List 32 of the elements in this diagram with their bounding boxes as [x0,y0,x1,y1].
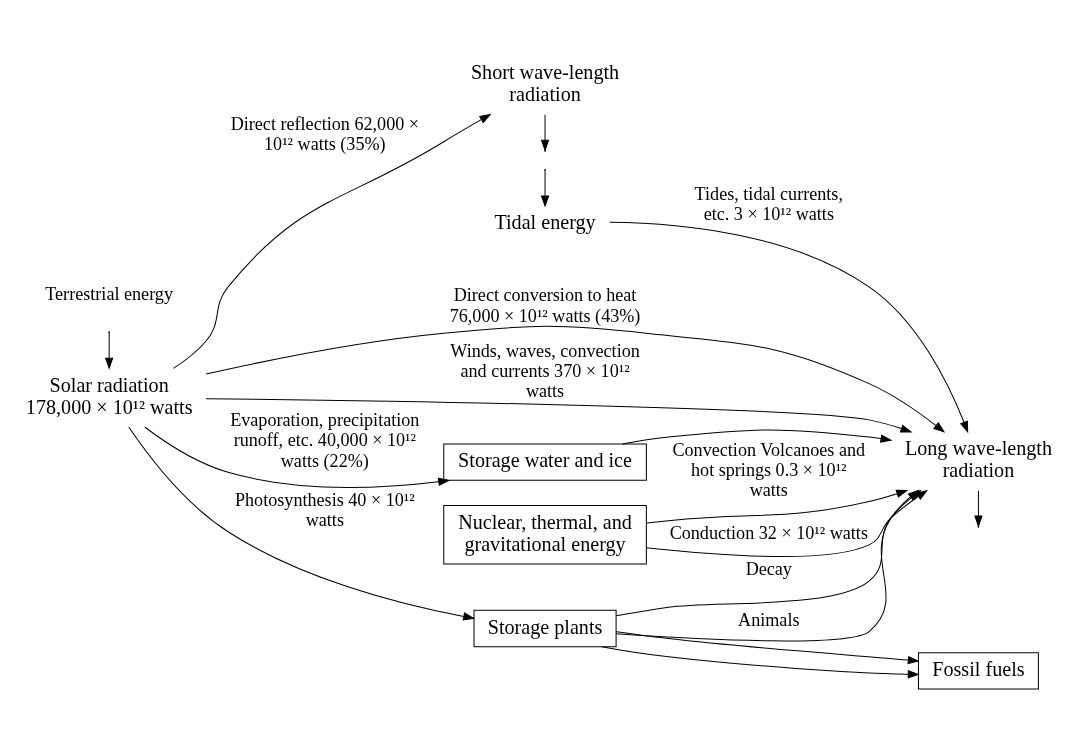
node-text: Long wave-length radiation [904,436,1052,481]
node-box: Nuclear, thermal, and gravitational energy [443,504,647,564]
node-box: Fossil fuels [917,651,1039,689]
arrow [128,426,476,621]
edge-label: Evaporation, precipitation runoff, etc. 40,000 × 10¹² watts (22%) [230,409,420,471]
edge-label: Animals [738,609,800,630]
arrow [540,113,550,152]
node-text: Tidal energy [494,210,596,233]
edge-label: Tides, tidal currents, etc. 3 × 10¹² watts [694,183,843,224]
edge-label: Winds, waves, convection and currents 370 × 10¹² watts [450,340,640,401]
arrow [615,630,920,664]
label: Terrestrial energy [45,283,174,304]
arrow [144,425,451,488]
node-box: Storage plants [473,609,617,647]
arrow [172,113,492,369]
arrow [540,169,550,208]
node-text: Short wave-length radiation [470,60,620,105]
edge-label: Conduction 32 × 10¹² watts [669,522,868,543]
edge-label: Convection Volcanoes and hot springs 0.3 × 10¹² watts [672,439,866,500]
arrow [646,489,909,524]
node-box: Storage water and ice [443,443,647,481]
edge-label: Direct reflection 62,000 × 10¹² watts (35%) [230,113,420,154]
arrow [205,325,946,433]
arrow [601,645,920,679]
edge-label: Decay [745,558,792,579]
edge-label: Direct conversion to heat 76,000 × 10¹² watts (43%) [449,284,641,325]
arrow [205,397,913,432]
arrow [104,331,114,370]
node-text: Solar radiation 178,000 × 10¹² watts [25,373,193,418]
arrow [621,428,893,444]
arrow [609,221,969,433]
edge-label: Photosynthesis 40 × 10¹² watts [234,489,415,530]
